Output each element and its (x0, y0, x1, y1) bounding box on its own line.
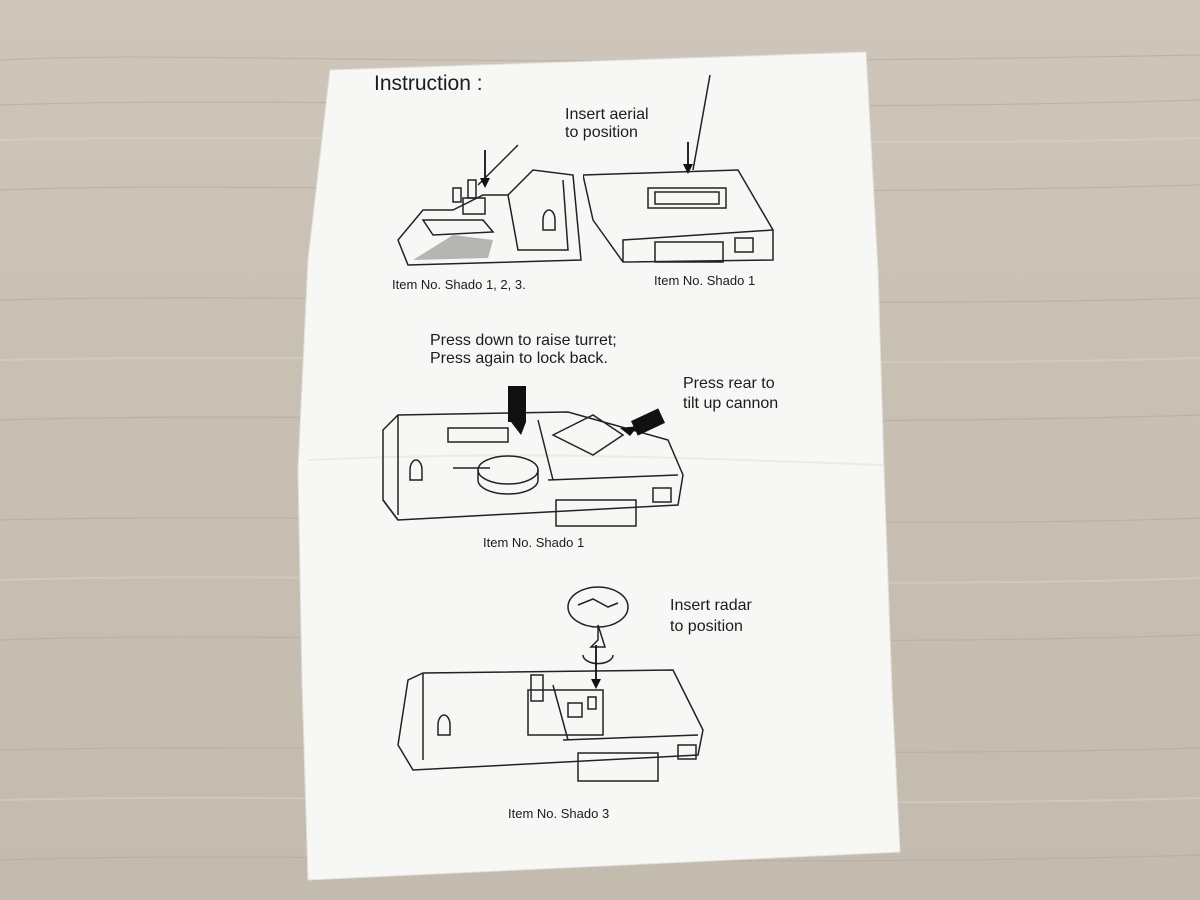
radar-label-line1: Insert radar (670, 597, 752, 614)
cannon-label-line1: Press rear to (683, 375, 775, 392)
cannon-instruction-label: Press rear to tilt up cannon (683, 374, 778, 414)
sheet-title: Instruction : (374, 72, 483, 95)
aerial-label-line1: Insert aerial (565, 106, 649, 123)
turret-label-line2: Press again to lock back. (430, 350, 608, 368)
turret-caption: Item No. Shado 1 (483, 535, 585, 550)
vehicle-front-aerial-illustration (397, 144, 582, 266)
radar-label-line2: to position (670, 617, 743, 635)
aerial-instruction-label: Insert aerial to position (565, 106, 649, 143)
aerial-label-line2: to position (565, 124, 638, 142)
turret-label-line1: Press down to raise turret; (430, 332, 617, 349)
radar-instruction-label: Insert radar to position (670, 596, 752, 638)
vehicle-radar-illustration (397, 586, 704, 782)
vehicle-turret-cannon-illustration (382, 386, 684, 527)
turret-instruction-label: Press down to raise turret; Press again … (430, 332, 617, 369)
aerial-caption-right: Item No. Shado 1 (654, 273, 756, 288)
instruction-sheet: Instruction : Insert aerial to position (278, 40, 904, 890)
cannon-label-line2: tilt up cannon (683, 395, 779, 412)
radar-caption: Item No. Shado 3 (508, 806, 610, 821)
vehicle-top-aerial-illustration (583, 74, 774, 263)
aerial-caption-left: Item No. Shado 1, 2, 3. (392, 277, 526, 292)
